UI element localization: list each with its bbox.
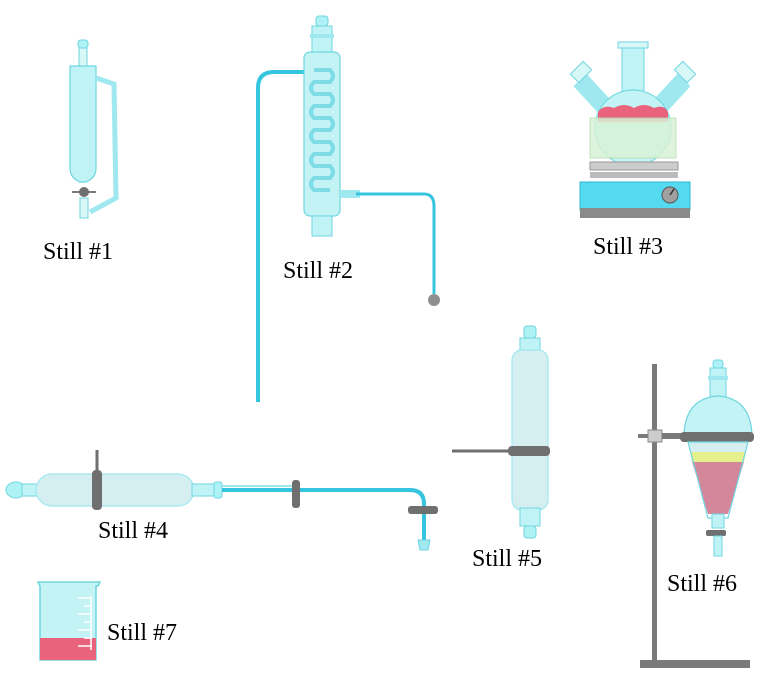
still-6-funnel-top <box>683 395 753 435</box>
still-4-horizontal-tube <box>5 450 438 551</box>
still-6-stand-base <box>640 660 750 668</box>
still-6-separatory-funnel <box>638 359 754 668</box>
still-1-addition-funnel <box>69 39 119 219</box>
still-2-coil <box>309 68 335 192</box>
still-4-transfer-tube <box>222 488 426 540</box>
still-1-side-arm <box>88 75 119 215</box>
still-3-three-neck-flask <box>569 41 697 218</box>
still-3-bath <box>589 117 677 159</box>
still-6-stand-rod <box>652 364 657 666</box>
still-6-label: Still #6 <box>667 571 738 597</box>
still-2-drip-bulb <box>428 294 440 306</box>
still-2-coil-condenser <box>256 15 440 402</box>
still-7-label: Still #7 <box>107 620 178 646</box>
still-5-label: Still #5 <box>472 546 543 572</box>
still-7-liquid <box>40 638 96 660</box>
still-5-clamp <box>508 446 550 456</box>
still-3-label: Still #3 <box>593 234 664 260</box>
still-2-outlet-tube <box>356 192 436 294</box>
still-5-column-body <box>511 349 549 511</box>
still-7-graduations <box>78 596 92 650</box>
still-1-stopper <box>77 39 89 49</box>
still-5-vertical-column <box>452 325 550 539</box>
still-6-pink-layer <box>692 462 744 514</box>
still-6-yellow-layer <box>690 452 746 462</box>
still-6-ring <box>680 432 754 442</box>
still-4-tube-clamp <box>292 480 300 508</box>
still-7-beaker <box>36 581 102 661</box>
still-2-long-tube <box>256 70 306 402</box>
still-1-stopcock <box>79 187 89 197</box>
still-1-label: Still #1 <box>43 239 114 265</box>
still-4-body <box>35 473 195 507</box>
still-4-clamp <box>92 470 102 510</box>
still-4-label: Still #4 <box>98 518 169 544</box>
still-6-stopcock <box>706 530 726 536</box>
still-2-label: Still #2 <box>283 258 354 284</box>
still-1-body <box>69 65 97 183</box>
still-4-outlet-clamp <box>408 506 438 514</box>
